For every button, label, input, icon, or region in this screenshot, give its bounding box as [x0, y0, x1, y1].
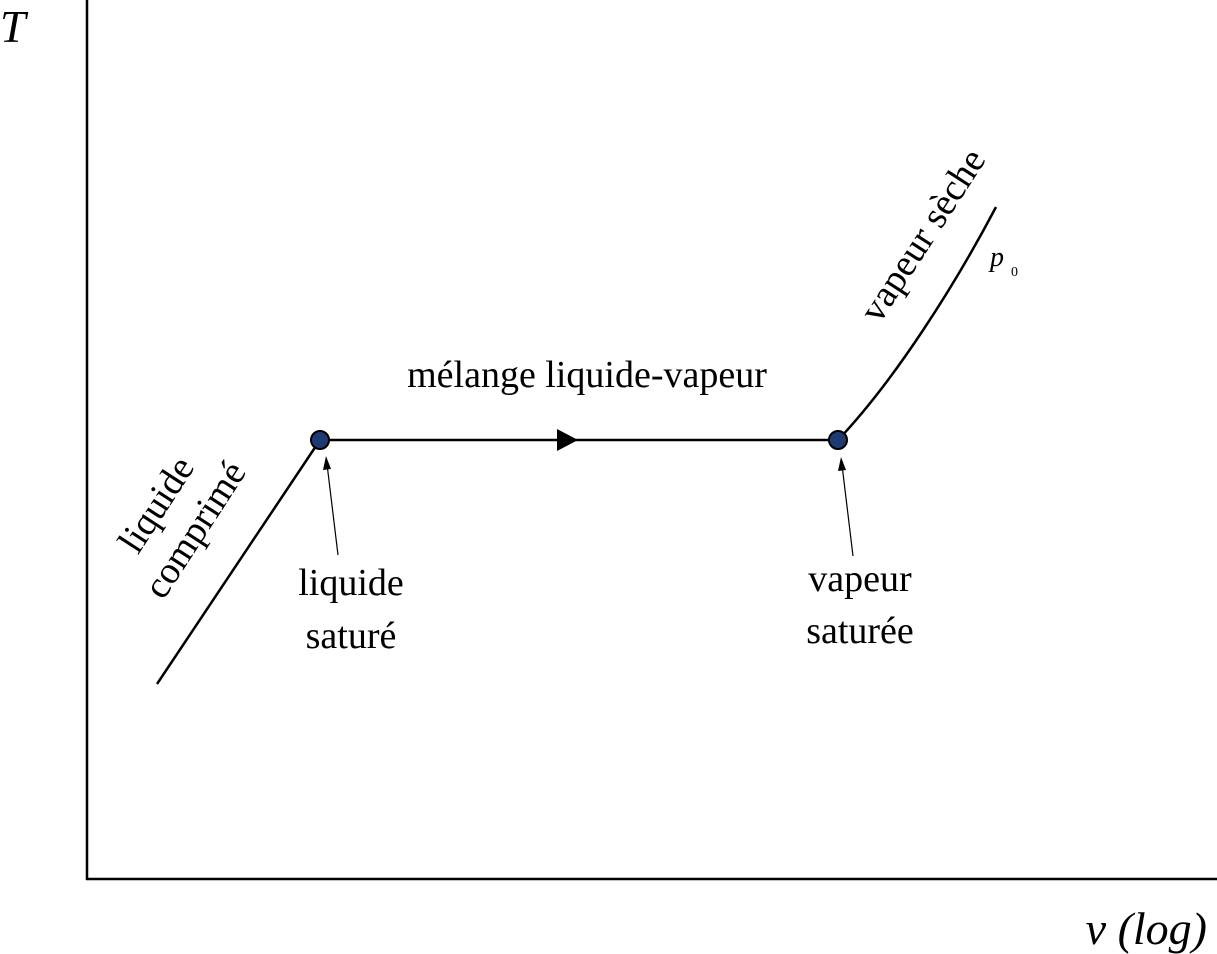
saturated-liquid-label-line1: liquide: [298, 562, 404, 604]
mixture-label: mélange liquide-vapeur: [407, 354, 767, 396]
saturated-vapor-pointer-head: [838, 457, 846, 471]
saturated-vapor-pointer: [841, 464, 854, 557]
compressed-liquid-line: [155, 439, 322, 685]
direction-arrow: [557, 429, 578, 451]
superheated-vapor-label: vapeur sèche: [852, 141, 995, 329]
saturated-liquid-point: [310, 430, 330, 450]
superheated-vapor-curve: [837, 206, 998, 441]
saturated-vapor-label-line2: saturée: [806, 610, 914, 652]
saturated-liquid-label-line2: saturé: [306, 615, 397, 657]
x-axis-label: v (log): [1086, 903, 1207, 954]
isobar-label-symbol: p: [988, 242, 1004, 273]
saturated-vapor-point: [828, 430, 848, 450]
isobar-label: p 0: [988, 242, 1018, 280]
isobar-label-subscript: 0: [1011, 265, 1018, 280]
saturated-liquid-pointer-head: [323, 456, 331, 470]
saturated-vapor-label-line1: vapeur: [808, 558, 912, 600]
saturated-liquid-pointer: [326, 463, 339, 556]
compressed-liquid-label: liquide comprimé: [110, 449, 254, 606]
y-axis-label: T: [0, 1, 29, 52]
